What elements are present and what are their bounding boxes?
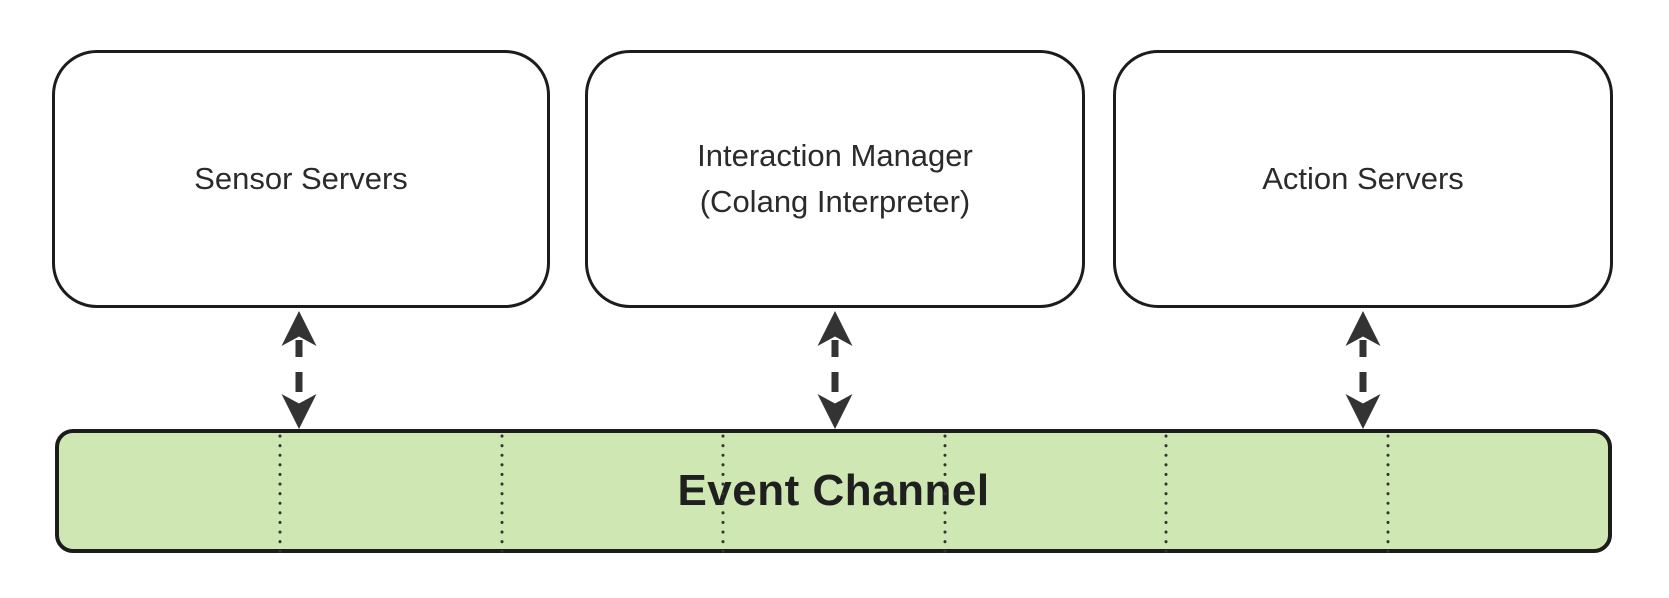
node-sensor-servers: Sensor Servers bbox=[52, 50, 550, 308]
node-action-servers: Action Servers bbox=[1113, 50, 1613, 308]
arrow-action-to-channel-icon bbox=[1345, 311, 1381, 429]
node-sensor-servers-label: Sensor Servers bbox=[194, 161, 408, 196]
node-action-servers-label: Action Servers bbox=[1262, 161, 1464, 196]
arrow-sensor-to-channel-icon bbox=[281, 311, 317, 429]
arrow-manager-to-channel-icon bbox=[817, 311, 853, 429]
node-interaction-manager-label: Interaction Manager (Colang Interpreter) bbox=[697, 138, 973, 219]
event-channel-bar: Event Channel bbox=[55, 429, 1612, 553]
event-channel-label: Event Channel bbox=[677, 466, 990, 515]
node-interaction-manager: Interaction Manager (Colang Interpreter) bbox=[585, 50, 1085, 308]
